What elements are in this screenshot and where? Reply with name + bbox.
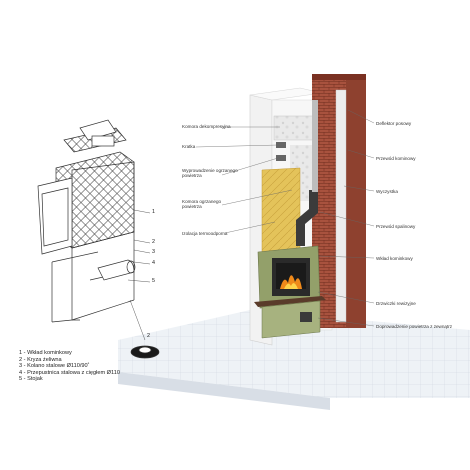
label-decompression-chamber: Komora dekompresyjna [182,124,231,129]
stand [71,248,80,321]
callout-5: 5 [152,278,155,284]
left-leader-lines [195,126,293,234]
callout-2-collar: 2 [147,333,150,339]
label-flue-pipe: Przewód spalinowy [376,224,416,229]
label-hot-air-outlet: Wyprowadzenie ogrzanego powietrza [182,168,238,178]
callout-3: 3 [152,249,155,255]
label-insulation: Izolacja termoodporna [182,231,228,236]
label-outside-air: Doprowadzenie powietrza z zewnątrz [376,324,453,329]
label-hot-air-chamber: Komora ogrzanego powietrza [182,199,222,209]
legend-item: 4 - Przepustnica stalowa z cięgłem Ø110 [19,369,120,376]
callout-1: 1 [152,209,155,215]
technical-drawing [37,119,160,359]
legend-item: 1 - Wkład kominkowy [19,350,72,356]
legend-item: 3 - Kolano stalowe Ø110/90˚ [19,363,90,370]
insulation-panel [261,167,301,253]
tiled-floor [118,310,470,398]
fire-flame [280,275,302,289]
label-grille: Kratka [182,144,196,149]
callout-2: 2 [152,239,155,245]
label-deflector: Deflektor posowy [376,121,412,126]
grille [276,142,286,148]
right-leader-lines [317,109,375,327]
cutaway-illustration [118,74,470,410]
elbow-pipe [97,259,135,281]
label-cleanout: Wyczystka [376,189,398,194]
drawing-leaders [127,209,151,341]
label-chimney-flue: Przewód kominowy [376,156,416,161]
label-inspection-door: Drzwiczki rewizyjne [376,301,416,306]
legend-item: 2 - Kryza żeliwna [19,356,62,363]
parts-legend: 1 - Wkład kominkowy 2 - Kryza żeliwna 3 … [19,350,120,383]
label-fireplace-insert: Wkład kominkowy [376,256,413,261]
callout-4: 4 [152,260,155,266]
flue-pipe [296,190,318,246]
legend-item: 5 - Stojak [19,376,43,383]
